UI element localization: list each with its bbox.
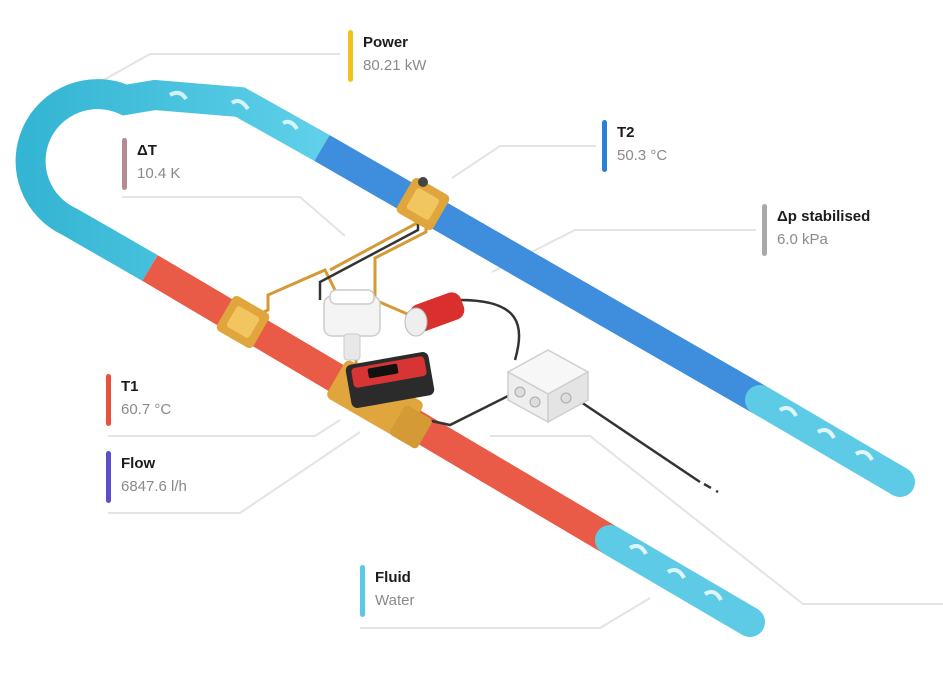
power-color-bar [348, 30, 353, 82]
power-title: Power [363, 34, 409, 51]
leader-line-t2 [451, 145, 596, 179]
leader-line-power [99, 53, 340, 83]
flow-color-bar [106, 451, 111, 503]
t2-title: T2 [617, 124, 635, 141]
brass-fitting-t2 [396, 177, 450, 230]
flow-value: 6847.6 l/h [121, 478, 187, 495]
fluid-color-bar [360, 565, 365, 617]
fluid-value: Water [375, 592, 415, 609]
junction-box [506, 349, 590, 424]
supply-pipe-outlet-water [595, 525, 765, 637]
t2-color-bar [602, 120, 607, 172]
leader-line-cable [490, 435, 943, 605]
supply-outlet-ripples [628, 544, 723, 601]
leader-line-flow [108, 431, 361, 514]
delta-t-color-bar [122, 138, 127, 190]
t1-title: T1 [121, 378, 139, 395]
t2-value: 50.3 °C [617, 147, 668, 164]
flow-title: Flow [121, 455, 156, 472]
delta-t-value: 10.4 K [137, 165, 181, 182]
leader-line-t1 [108, 419, 341, 437]
heat-meter [345, 351, 435, 409]
t1-color-bar [106, 374, 111, 426]
power-value: 80.21 kW [363, 57, 427, 74]
pipe-loop-water [15, 79, 330, 282]
return-pipe [314, 134, 768, 414]
leader-line-delta-t [122, 196, 346, 237]
delta-t-title: ΔT [137, 142, 157, 159]
return-pipe-outlet-water [745, 385, 915, 497]
t1-value: 60.7 °C [121, 401, 172, 418]
dp-title: Δp stabilised [777, 208, 871, 225]
dp-sensor [404, 292, 465, 337]
valve-actuator [323, 289, 381, 361]
leader-lines [99, 53, 943, 629]
return-outlet-ripples [778, 406, 874, 461]
dp-color-bar [762, 204, 767, 256]
leader-line-fluid [360, 597, 651, 629]
dp-value: 6.0 kPa [777, 231, 828, 248]
brass-fitting-t1 [216, 296, 270, 348]
pipe-loop-ripples [58, 90, 299, 184]
fluid-title: Fluid [375, 569, 411, 586]
